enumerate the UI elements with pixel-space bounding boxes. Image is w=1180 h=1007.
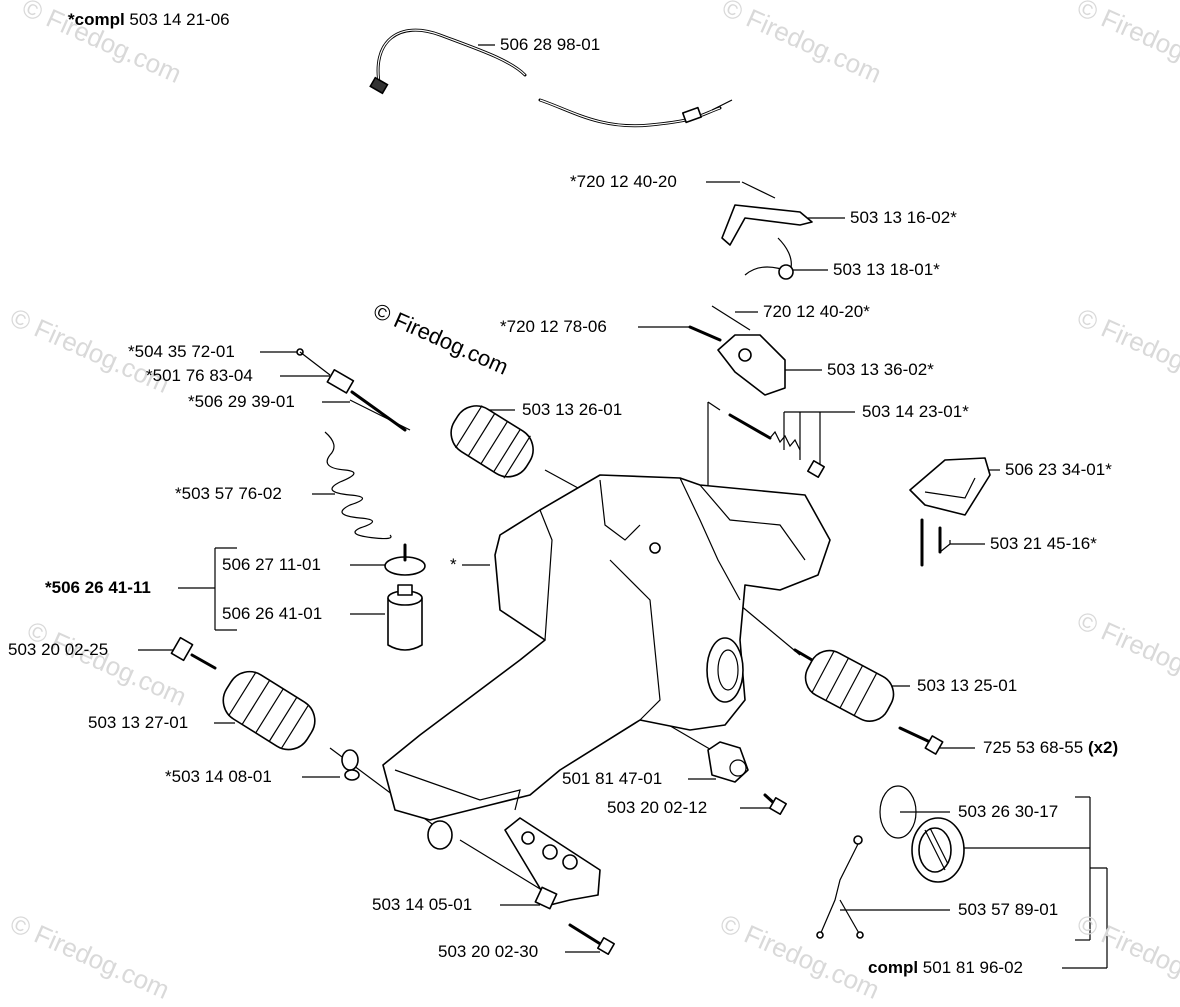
label-bolt-x2: 725 53 68-55 (x2) (983, 738, 1118, 758)
label-compl: compl 501 81 96-02 (868, 958, 1023, 978)
label-spring: 503 13 18-01* (833, 260, 940, 279)
label-bushing: 501 81 47-01 (562, 769, 663, 788)
label-part-506-29: *506 29 39-01 (188, 392, 295, 411)
label-bolt-x2-code: 725 53 68-55 (983, 738, 1084, 757)
label-pin-right: 720 12 40-20* (763, 302, 870, 321)
cap-filter-drawing (384, 543, 426, 651)
title-label: *compl 503 14 21-06 (68, 10, 230, 30)
label-part-501: *501 76 83-04 (146, 366, 253, 385)
label-cap: 506 27 11-01 (222, 555, 321, 574)
handle-body-drawing (382, 474, 831, 821)
label-lever: 503 13 16-02* (850, 208, 957, 227)
label-screws-guard: 503 21 45-16* (990, 534, 1097, 553)
label-washer: *503 14 08-01 (165, 767, 272, 786)
label-filter: 506 26 41-01 (222, 604, 323, 623)
guard-plate-drawing (909, 457, 991, 567)
label-oring: 503 26 30-17 (958, 802, 1059, 821)
label-compl-code: 501 81 96-02 (922, 958, 1023, 977)
lever-drawing (721, 181, 813, 280)
label-screw-504: *504 35 72-01 (128, 342, 235, 361)
label-handle: * (450, 555, 457, 574)
label-damper-top: 503 13 26-01 (522, 400, 623, 419)
label-fuel-cap: 503 57 89-01 (958, 900, 1059, 919)
title-code: 503 14 21-06 (129, 10, 230, 29)
right-fasteners-drawing (793, 648, 944, 755)
label-x2: (x2) (1087, 738, 1119, 757)
label-compl-prefix: compl (868, 958, 919, 977)
lockout-drawing (728, 413, 825, 478)
pin-stack-drawing (296, 348, 407, 432)
title-prefix: *compl (68, 10, 125, 29)
label-pin-top: *720 12 40-20 (570, 172, 677, 191)
label-coil-spring: *503 57 76-02 (175, 484, 282, 503)
trigger-drawing (688, 305, 786, 396)
damper-top-drawing (450, 405, 534, 479)
label-bolt-12: 503 20 02-12 (607, 798, 708, 817)
label-bracket: 503 14 05-01 (372, 895, 473, 914)
label-group-code: *506 26 41-11 (45, 578, 151, 597)
leader-lines (138, 44, 1108, 969)
throttle-cable-drawing (369, 28, 733, 128)
label-guard-plate: 506 23 34-01* (1005, 460, 1112, 479)
left-fasteners-drawing (170, 636, 360, 781)
label-bolt-30: 503 20 02-30 (438, 942, 539, 961)
label-pin-left: *720 12 78-06 (500, 317, 607, 336)
bushing-drawing (707, 741, 787, 815)
bracket-drawing (427, 817, 615, 955)
label-bolt-25: 503 20 02-25 (8, 640, 109, 659)
label-trigger: 503 13 36-02* (827, 360, 934, 379)
label-damper-left: 503 13 27-01 (88, 713, 189, 732)
label-lockout: 503 14 23-01* (862, 402, 969, 421)
fuel-cap-drawing (816, 785, 965, 939)
coil-spring-drawing (324, 431, 392, 540)
label-throttle-cable: 506 28 98-01 (500, 35, 601, 54)
label-damper-right: 503 13 25-01 (917, 676, 1018, 695)
